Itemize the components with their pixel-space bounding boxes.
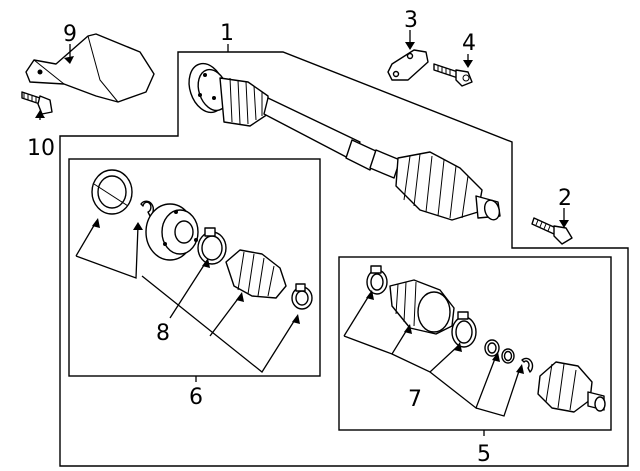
callout-9: 9 xyxy=(63,22,77,47)
snap-ring-5[interactable] xyxy=(521,357,534,373)
boot-seal-6a[interactable] xyxy=(91,169,133,215)
outer-boot-5[interactable] xyxy=(389,279,455,335)
spacer-ring-5[interactable] xyxy=(501,348,515,364)
callout-4: 4 xyxy=(462,31,476,56)
outer-cv-joint-5[interactable] xyxy=(537,361,606,413)
callout-1: 1 xyxy=(220,21,234,46)
boot-clamp-5b[interactable] xyxy=(451,311,477,348)
boot-clamp-6a[interactable] xyxy=(197,227,227,265)
callout-2: 2 xyxy=(558,186,572,211)
kit-box-6 xyxy=(68,158,321,377)
bracket-3[interactable] xyxy=(387,49,429,81)
heat-shield[interactable] xyxy=(25,33,155,103)
axle-shaft-assembly[interactable] xyxy=(183,59,502,222)
callout-7: 7 xyxy=(408,387,422,412)
snap-ring-6a[interactable] xyxy=(140,200,154,217)
inner-boot-6[interactable] xyxy=(225,249,287,299)
callout-5: 5 xyxy=(477,442,491,467)
bolt-10[interactable] xyxy=(21,91,53,115)
bolt-4[interactable] xyxy=(433,63,473,87)
boot-clamp-5a[interactable] xyxy=(366,265,388,295)
assembly-outline xyxy=(59,51,629,467)
boot-clamp-6b[interactable] xyxy=(291,283,313,310)
callout-6: 6 xyxy=(189,385,203,410)
callout-10: 10 xyxy=(27,136,55,161)
kit-box-5 xyxy=(338,256,612,431)
leader-lines xyxy=(39,30,565,436)
cv-joint-flange[interactable] xyxy=(145,203,199,261)
washer-5[interactable] xyxy=(484,339,500,357)
callout-3: 3 xyxy=(404,8,418,33)
callout-8: 8 xyxy=(156,321,170,346)
arrowheads xyxy=(35,42,569,374)
